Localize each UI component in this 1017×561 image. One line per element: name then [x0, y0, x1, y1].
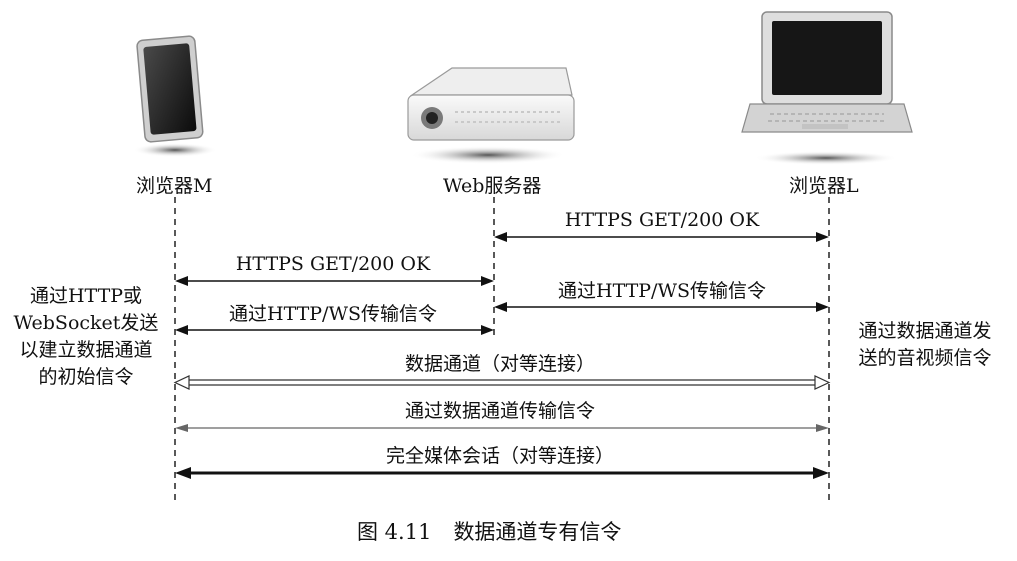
note-left: 通过HTTP或 WebSocket发送 以建立数据通道 的初始信令: [6, 283, 166, 391]
note-left-line: 以建立数据通道: [19, 339, 153, 361]
tablet-icon: [133, 35, 217, 157]
participant-label-browser-m: 浏览器M: [136, 175, 213, 197]
note-left-line: 通过HTTP或: [29, 285, 143, 307]
note-right-line: 通过数据通道发: [858, 320, 992, 342]
note-right-line: 送的音视频信令: [858, 347, 992, 369]
participant-label-web-server: Web服务器: [443, 175, 542, 197]
arrow-data-channel-signaling: [175, 424, 829, 432]
arrow-data-channel: [173, 375, 831, 390]
arrow-https-left-middle: [175, 276, 494, 286]
message-label-ws-left-middle: 通过HTTP/WS传输信令: [229, 303, 437, 325]
note-right: 通过数据通道发 送的音视频信令: [840, 318, 1010, 372]
message-label-ws-middle-right: 通过HTTP/WS传输信令: [558, 280, 766, 302]
laptop-icon: [741, 11, 913, 165]
message-label-data-channel: 数据通道（对等连接）: [404, 353, 596, 375]
arrow-ws-left-middle: [175, 325, 494, 335]
arrow-https-middle-right: [494, 232, 829, 242]
server-icon: [407, 67, 575, 164]
note-left-line: WebSocket发送: [13, 312, 159, 334]
message-label-https-middle-right: HTTPS GET/200 OK: [564, 209, 760, 231]
figure-number: 图 4.11: [357, 520, 432, 544]
note-left-line: 的初始信令: [38, 366, 134, 388]
figure-title: 数据通道专有信令: [453, 520, 622, 544]
arrow-full-media-session: [175, 467, 829, 479]
figure-caption: 图 4.11 数据通道专有信令: [357, 522, 621, 543]
message-label-https-left-middle: HTTPS GET/200 OK: [235, 253, 431, 275]
arrow-ws-middle-right: [494, 302, 829, 312]
participant-label-browser-l: 浏览器L: [789, 175, 859, 197]
message-label-data-channel-signaling: 通过数据通道传输信令: [404, 400, 596, 422]
message-label-full-media-session: 完全媒体会话（对等连接）: [385, 445, 615, 467]
